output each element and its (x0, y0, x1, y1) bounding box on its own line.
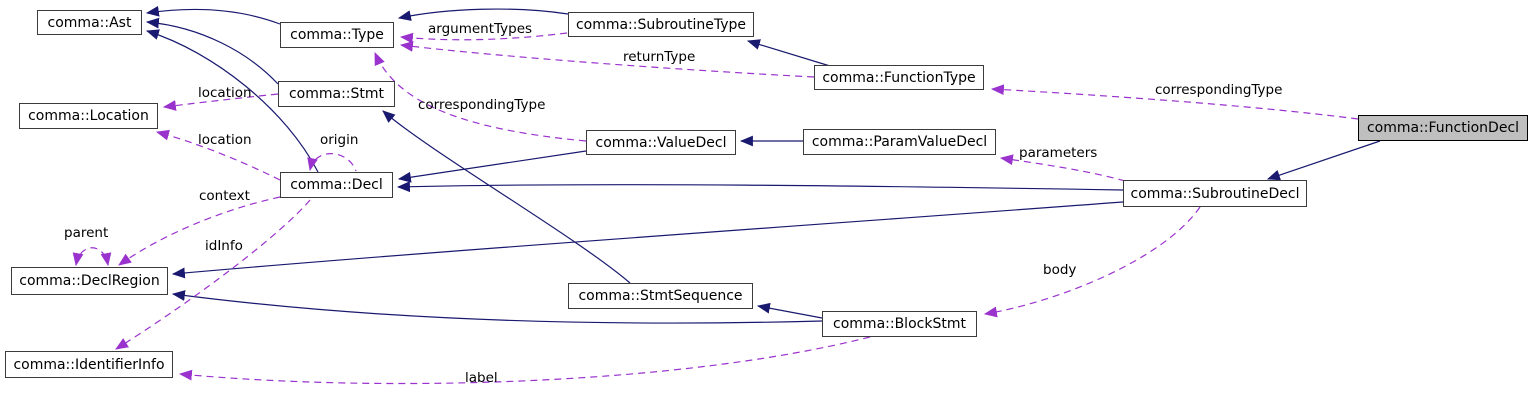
node-comma-valuedecl[interactable]: comma::ValueDecl (586, 130, 736, 155)
node-comma-subroutinedecl[interactable]: comma::SubroutineDecl (1123, 180, 1307, 207)
edge-parent-selfloop (72, 247, 112, 267)
edge-functiondecl-to-subroutinedecl (1266, 140, 1381, 181)
node-comma-functiontype[interactable]: comma::FunctionType (814, 65, 984, 90)
edge-label-location-lower: location (198, 132, 252, 148)
edge-label-correspondingtype-mid: correspondingType (418, 97, 546, 113)
node-comma-paramvaluedecl[interactable]: comma::ParamValueDecl (803, 129, 996, 155)
edge-label-origin: origin (320, 132, 359, 148)
edge-subroutinedecl-to-decl (396, 181, 1124, 193)
edge-label-context: context (199, 188, 250, 204)
edge-stmtsequence-to-stmt (382, 110, 631, 284)
edge-subroutinetype-to-type (397, 8, 569, 21)
node-comma-decl[interactable]: comma::Decl (280, 172, 393, 198)
edge-label-parent: parent (64, 225, 109, 241)
edge-valuedecl-to-decl (397, 150, 587, 183)
edge-body (983, 206, 1201, 318)
edge-decl-to-ast (145, 29, 319, 173)
edge-parameters (999, 154, 1126, 182)
edge-returntype (399, 41, 815, 78)
node-comma-declregion[interactable]: comma::DeclRegion (11, 267, 168, 295)
node-comma-identifierinfo[interactable]: comma::IdentifierInfo (5, 351, 173, 378)
edge-label-argumenttypes: argumentTypes (428, 21, 533, 37)
edge-idinfo (115, 199, 311, 350)
node-comma-subroutinetype[interactable]: comma::SubroutineType (568, 12, 754, 37)
node-comma-ast[interactable]: comma::Ast (37, 10, 142, 35)
edge-argumenttypes (399, 32, 568, 44)
edge-subroutinedecl-to-declregion (171, 201, 1124, 279)
node-comma-stmt[interactable]: comma::Stmt (278, 81, 395, 107)
edge-label-parameters: parameters (1019, 145, 1098, 161)
edge-context (118, 196, 281, 266)
edge-label-location-upper: location (198, 85, 252, 101)
edge-origin-selfloop (307, 153, 357, 172)
edge-location-stmt (162, 93, 279, 111)
edge-label (178, 336, 871, 385)
node-comma-type[interactable]: comma::Type (280, 22, 394, 48)
node-comma-blockstmt[interactable]: comma::BlockStmt (822, 311, 977, 337)
edge-functiontype-to-subroutinetype (746, 39, 831, 67)
node-comma-stmtsequence[interactable]: comma::StmtSequence (568, 283, 753, 309)
node-comma-functiondecl[interactable]: comma::FunctionDecl (1358, 115, 1528, 141)
edge-location-decl (155, 129, 281, 181)
edge-stmt-to-ast (145, 17, 279, 85)
edge-correspondingtype-functiondecl (990, 84, 1359, 120)
edge-label-body: body (1043, 262, 1077, 278)
edge-label-label: label (465, 370, 498, 386)
edge-blockstmt-to-declregion (171, 290, 823, 324)
edge-label-returntype: returnType (623, 49, 696, 65)
edge-type-to-ast (145, 5, 281, 25)
edge-blockstmt-to-stmtsequence (756, 302, 823, 319)
edge-correspondingtype-valuedecl (374, 52, 587, 142)
node-comma-location[interactable]: comma::Location (19, 103, 158, 129)
edge-label-correspondingtype-right: correspondingType (1155, 82, 1283, 98)
edge-label-idinfo: idInfo (205, 238, 243, 254)
